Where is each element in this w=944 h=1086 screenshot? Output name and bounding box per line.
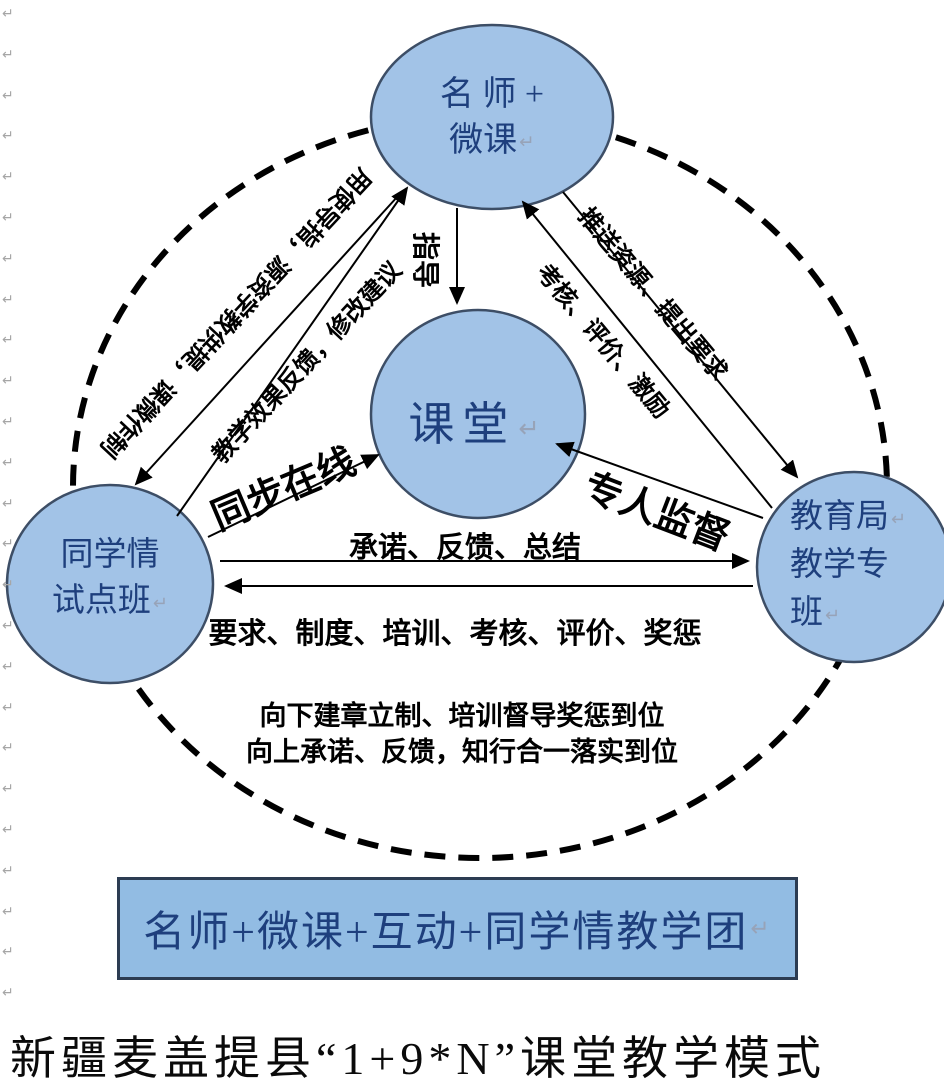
node-bureau-line1: 教育局: [790, 499, 889, 535]
node-classroom-line1: 课堂: [408, 399, 517, 450]
arrow-pilot-to-classroom: [207, 454, 380, 538]
margin-paragraph-mark: ↵: [2, 46, 14, 63]
edge-label-pilot-to-bureau: 承诺、反馈、总结: [348, 532, 581, 564]
bottom-note-line1: 向下建章立制、培训督导奖惩到位: [259, 701, 665, 731]
margin-paragraph-mark: ↵: [2, 454, 14, 471]
node-pilot-line2: 试点班: [51, 583, 151, 620]
teacher-circle: [369, 23, 615, 211]
paragraph-mark: ↵: [519, 132, 535, 154]
arrow-bureau-to-teacher: [521, 200, 773, 509]
paragraph-mark: ↵: [152, 592, 169, 613]
margin-paragraph-mark: ↵: [2, 985, 14, 1002]
pilot-class-circle: [5, 483, 215, 685]
node-bureau-label: 教育局↵ 教学专 班↵: [790, 494, 920, 638]
banner-label: 名师+微课+互动+同学情教学团: [143, 910, 749, 956]
margin-paragraph-mark: ↵: [2, 6, 14, 22]
margin-paragraph-mark: ↵: [2, 903, 14, 920]
caption: 新疆麦盖提县“1+9*N”课堂教学模式: [10, 1033, 826, 1084]
margin-paragraph-mark: ↵: [2, 944, 14, 961]
margin-paragraph-mark: ↵: [2, 169, 14, 186]
classroom-circle: [369, 308, 587, 520]
margin-paragraph-mark: ↵: [2, 210, 14, 226]
edge-label-bureau-to-pilot: 要求、制度、培训、考核、评价、奖惩: [208, 618, 702, 650]
margin-paragraph-mark: ↵: [2, 332, 14, 349]
margin-paragraph-mark: ↵: [2, 495, 14, 512]
node-classroom-label: 课堂↵: [368, 388, 588, 454]
arrow-teacher-to-pilot: [134, 195, 399, 486]
margin-paragraph-mark: ↵: [2, 250, 14, 267]
node-teacher-label: 名 师 + 微课↵: [372, 72, 612, 164]
node-pilot-line1: 同学情: [60, 537, 160, 573]
paragraph-mark: ↵: [518, 415, 548, 444]
node-bureau-line2: 教学专: [790, 546, 889, 583]
margin-paragraph-mark: ↵: [2, 822, 14, 838]
margin-paragraph-mark: ↵: [2, 577, 14, 594]
paragraph-mark: ↵: [750, 915, 772, 941]
edge-label-teacher-to-classroom: 指导: [410, 231, 441, 288]
bottom-note-line2: 向上承诺、反馈，知行合一落实到位: [246, 737, 678, 767]
paragraph-mark: ↵: [825, 604, 841, 625]
margin-paragraph-mark: ↵: [2, 699, 14, 716]
paragraph-mark: ↵: [891, 509, 907, 530]
margin-paragraph-mark: ↵: [2, 291, 14, 308]
banner-box: 名师+微课+互动+同学情教学团↵: [117, 877, 798, 980]
arrow-pilot-to-teacher: [176, 186, 409, 517]
margin-paragraph-mark: ↵: [2, 373, 14, 390]
margin-paragraph-mark: ↵: [2, 128, 14, 145]
margin-paragraph-mark: ↵: [2, 87, 14, 104]
margin-paragraph-mark: ↵: [2, 658, 14, 675]
node-teacher-line2: 微课: [449, 121, 518, 159]
arrow-bureau-to-classroom: [555, 441, 764, 519]
margin-paragraph-mark: ↵: [2, 740, 14, 757]
margin-paragraph-mark: ↵: [2, 618, 14, 634]
node-teacher-line1: 名 师 +: [439, 76, 545, 113]
margin-paragraph-mark: ↵: [2, 862, 14, 879]
margin-paragraph-mark: ↵: [2, 536, 14, 553]
node-bureau-line3: 班: [790, 594, 823, 631]
margin-paragraph-mark: ↵: [2, 414, 14, 430]
margin-paragraph-mark: ↵: [2, 781, 14, 798]
bureau-circle: [755, 470, 944, 664]
arrow-teacher-to-bureau: [562, 191, 799, 479]
node-pilot-label: 同学情 试点班↵: [10, 532, 210, 624]
